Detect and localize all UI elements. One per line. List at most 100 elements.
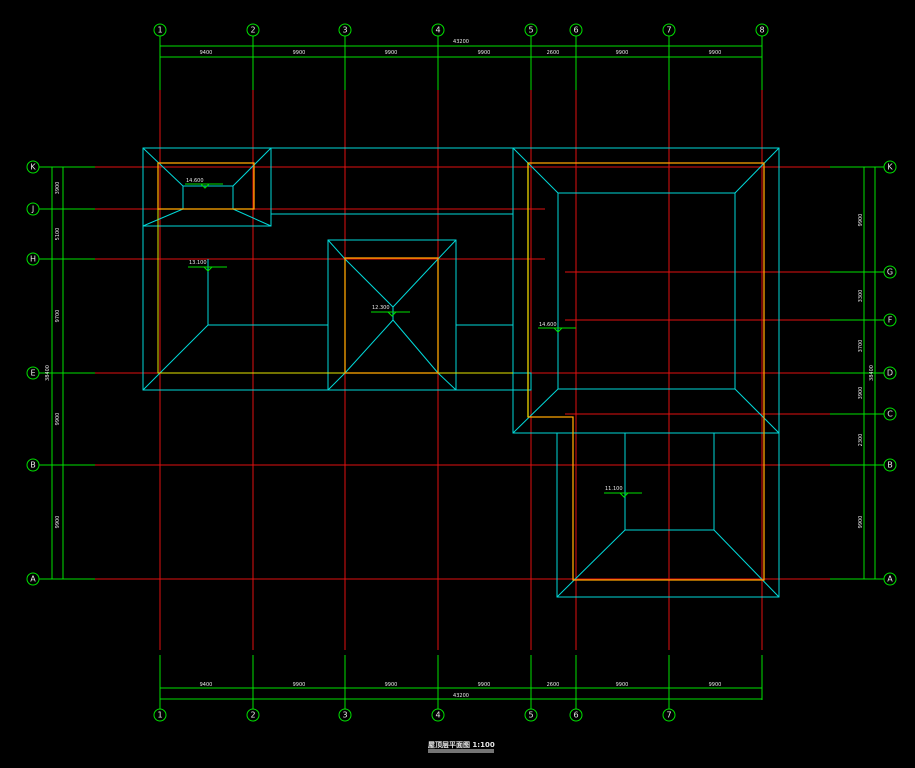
svg-text:9400: 9400 (200, 50, 213, 56)
svg-text:6: 6 (573, 711, 578, 720)
roof-center-hip (327, 239, 457, 391)
svg-text:A: A (887, 575, 893, 584)
roof-right-large (512, 147, 780, 434)
axis-bubble-bottom-5: 5 (524, 708, 538, 722)
svg-text:2600: 2600 (547, 50, 560, 56)
axis-bubble-right-F: F (883, 313, 897, 327)
svg-text:2600: 2600 (547, 682, 560, 688)
axis-bubble-top-7: 7 (662, 23, 676, 37)
drawing-title-block: 屋顶层平面图 1:100 (428, 740, 495, 753)
svg-text:9900: 9900 (293, 50, 306, 56)
axis-bubble-right-K: K (883, 160, 897, 174)
svg-text:3900: 3900 (858, 387, 864, 400)
svg-text:3700: 3700 (858, 340, 864, 353)
axis-bubble-bottom-4: 4 (431, 708, 445, 722)
svg-text:9900: 9900 (709, 50, 722, 56)
drawing-title: 屋顶层平面图 1:100 (428, 740, 495, 749)
svg-text:12.300: 12.300 (372, 305, 390, 311)
wall-center (344, 257, 439, 374)
svg-text:9900: 9900 (293, 682, 306, 688)
axis-bubble-bottom-2: 2 (246, 708, 260, 722)
svg-text:3900: 3900 (55, 182, 61, 195)
svg-text:4: 4 (435, 26, 440, 35)
axis-bubble-left-H: H (26, 252, 40, 266)
axis-bubble-top-5: 5 (524, 23, 538, 37)
axis-bubble-top-3: 3 (338, 23, 352, 37)
axis-bubble-left-J: J (26, 202, 40, 216)
svg-text:1: 1 (157, 711, 162, 720)
wall-small-hip (157, 162, 255, 210)
svg-text:2: 2 (250, 711, 255, 720)
svg-text:F: F (888, 316, 893, 325)
svg-text:9400: 9400 (200, 682, 213, 688)
svg-text:G: G (887, 268, 893, 277)
svg-text:2300: 2300 (858, 434, 864, 447)
svg-text:9700: 9700 (55, 310, 61, 323)
svg-text:8: 8 (759, 26, 764, 35)
axis-bubble-bottom-6: 6 (569, 708, 583, 722)
svg-text:9900: 9900 (616, 50, 629, 56)
elevation-mark-2: 13.100 (188, 260, 227, 272)
svg-text:1: 1 (157, 26, 162, 35)
svg-text:E: E (30, 369, 35, 378)
svg-text:J: J (31, 205, 34, 214)
axis-bubble-right-A: A (883, 572, 897, 586)
left-overall-dim: 38400 (45, 365, 51, 381)
elevation-mark-1: 14.600 (185, 178, 223, 189)
bottom-axis-bubbles: 1 2 3 4 5 6 7 (153, 708, 676, 722)
svg-text:9900: 9900 (478, 50, 491, 56)
elevation-mark-3: 12.300 (371, 305, 410, 317)
axis-bubble-right-G: G (883, 265, 897, 279)
svg-text:11.100: 11.100 (605, 486, 623, 492)
elevation-mark-4: 14.600 (538, 322, 576, 333)
roof-outlines (142, 147, 780, 598)
svg-text:5: 5 (528, 711, 533, 720)
svg-text:5100: 5100 (55, 228, 61, 241)
axis-bubble-left-K: K (26, 160, 40, 174)
svg-text:3: 3 (342, 711, 347, 720)
svg-text:A: A (30, 575, 36, 584)
axis-bubble-top-4: 4 (431, 23, 445, 37)
roof-small-hip (142, 147, 272, 227)
axis-bubble-left-E: E (26, 366, 40, 380)
axis-bubble-top-1: 1 (153, 23, 167, 37)
svg-text:9900: 9900 (709, 682, 722, 688)
left-dimension-chain: 3900 5100 9700 9900 9900 38400 (45, 167, 64, 579)
wall-right (527, 162, 765, 581)
svg-text:14.600: 14.600 (539, 322, 557, 328)
axis-bubble-left-A: A (26, 572, 40, 586)
svg-text:9900: 9900 (55, 413, 61, 426)
right-overall-dim: 38400 (869, 365, 875, 381)
svg-text:13.100: 13.100 (189, 260, 207, 266)
wall-lines (157, 162, 765, 581)
svg-text:H: H (30, 255, 36, 264)
axis-bubble-bottom-7: 7 (662, 708, 676, 722)
right-dimension-chain: 9900 3300 3700 3900 2300 9900 38400 (858, 167, 876, 579)
axis-bubble-right-D: D (883, 366, 897, 380)
top-overall-dim: 43200 (453, 39, 469, 45)
svg-text:9900: 9900 (385, 50, 398, 56)
axis-bubble-bottom-3: 3 (338, 708, 352, 722)
bottom-overall-dim: 43200 (453, 693, 469, 699)
axis-bubble-top-2: 2 (246, 23, 260, 37)
svg-text:3300: 3300 (858, 290, 864, 303)
roof-lower-right (556, 432, 780, 598)
top-axis-bubbles: 1 2 3 4 5 6 7 8 (153, 23, 769, 37)
svg-text:14.600: 14.600 (186, 178, 204, 184)
svg-text:B: B (887, 461, 893, 470)
svg-text:6: 6 (573, 26, 578, 35)
svg-text:9900: 9900 (858, 516, 864, 529)
svg-text:7: 7 (666, 26, 671, 35)
svg-text:B: B (30, 461, 36, 470)
axis-bubble-left-B: B (26, 458, 40, 472)
svg-text:9900: 9900 (55, 516, 61, 529)
svg-text:K: K (887, 163, 893, 172)
svg-text:9900: 9900 (616, 682, 629, 688)
svg-text:4: 4 (435, 711, 440, 720)
bottom-dimension-chain: 9400 9900 9900 9900 2600 9900 9900 43200 (160, 655, 763, 700)
svg-text:9900: 9900 (478, 682, 491, 688)
svg-text:3: 3 (342, 26, 347, 35)
axis-bubble-right-B: B (883, 458, 897, 472)
svg-text:7: 7 (666, 711, 671, 720)
